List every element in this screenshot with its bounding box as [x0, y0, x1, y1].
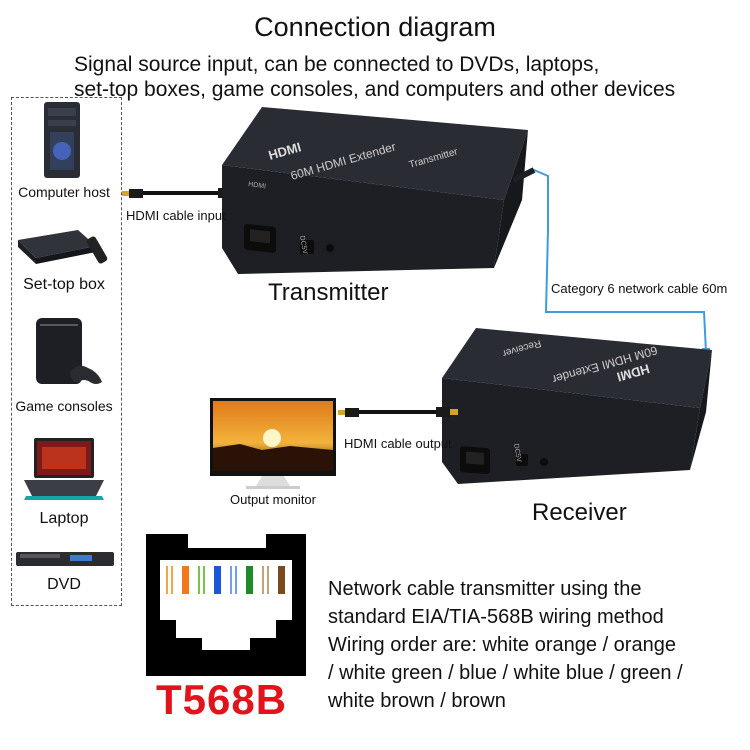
transmitter-device [222, 107, 528, 274]
game-console-icon [36, 318, 102, 384]
rj45-pin-stripe-7 [264, 566, 267, 594]
laptop-icon [24, 438, 104, 500]
receiver-device [442, 328, 712, 484]
wiring-line-4: / white green / blue / white blue / gree… [328, 662, 683, 684]
device-label-dvd: DVD [47, 576, 81, 593]
monitor-icon [210, 398, 336, 489]
rj45-pin-8 [278, 566, 285, 594]
rj45-pin-stripe-1 [168, 566, 171, 594]
network-cable-label: Category 6 network cable 60m [551, 281, 728, 296]
receiver-dc-label: DC5V [512, 443, 522, 463]
wiring-description: Network cable transmitter using the stan… [328, 575, 748, 715]
device-label-laptop: Laptop [39, 510, 89, 527]
network-cable [512, 167, 710, 358]
transmitter-dc-label: DC5V [298, 235, 308, 255]
wiring-line-3: Wiring order are: white orange / orange [328, 634, 676, 656]
computer-tower-icon [44, 102, 80, 178]
wiring-line-2: standard EIA/TIA-568B wiring method [328, 606, 664, 628]
transmitter-label: Transmitter [268, 279, 389, 306]
rj45-pin-stripe-3 [200, 566, 203, 594]
page-title: Connection diagram [254, 12, 496, 42]
receiver-label: Receiver [532, 499, 627, 526]
device-label-computer: Computer host [18, 184, 110, 200]
rj45-pin-stripe-5 [232, 566, 235, 594]
subtitle: Signal source input, can be connected to… [74, 52, 675, 102]
set-top-box-icon [18, 230, 108, 264]
hdmi-input-label: HDMI cable input [126, 208, 226, 223]
rj45-pin-6 [246, 566, 253, 594]
t568b-label: T568B [156, 676, 288, 723]
hdmi-output-label: HDMI cable output [344, 436, 452, 451]
device-label-game-consoles: Game consoles [15, 398, 113, 414]
subtitle-line-2: set-top boxes, game consoles, and comput… [74, 78, 676, 101]
hdmi-output-cable [338, 407, 458, 417]
wiring-line-5: white brown / brown [328, 690, 506, 712]
dvd-player-icon [16, 552, 114, 566]
subtitle-line-1: Signal source input, can be connected to… [74, 53, 600, 76]
output-monitor-label: Output monitor [230, 492, 316, 507]
rj45-pins [166, 566, 285, 594]
rj45-pin-2 [182, 566, 189, 594]
rj45-pin-4 [214, 566, 221, 594]
transmitter-hdmi-port-label: HDMI [248, 181, 267, 190]
device-label-set-top-box: Set-top box [23, 276, 105, 293]
rj45-connector-icon [146, 534, 306, 676]
wiring-line-1: Network cable transmitter using the [328, 578, 642, 600]
source-devices-box [11, 97, 122, 606]
